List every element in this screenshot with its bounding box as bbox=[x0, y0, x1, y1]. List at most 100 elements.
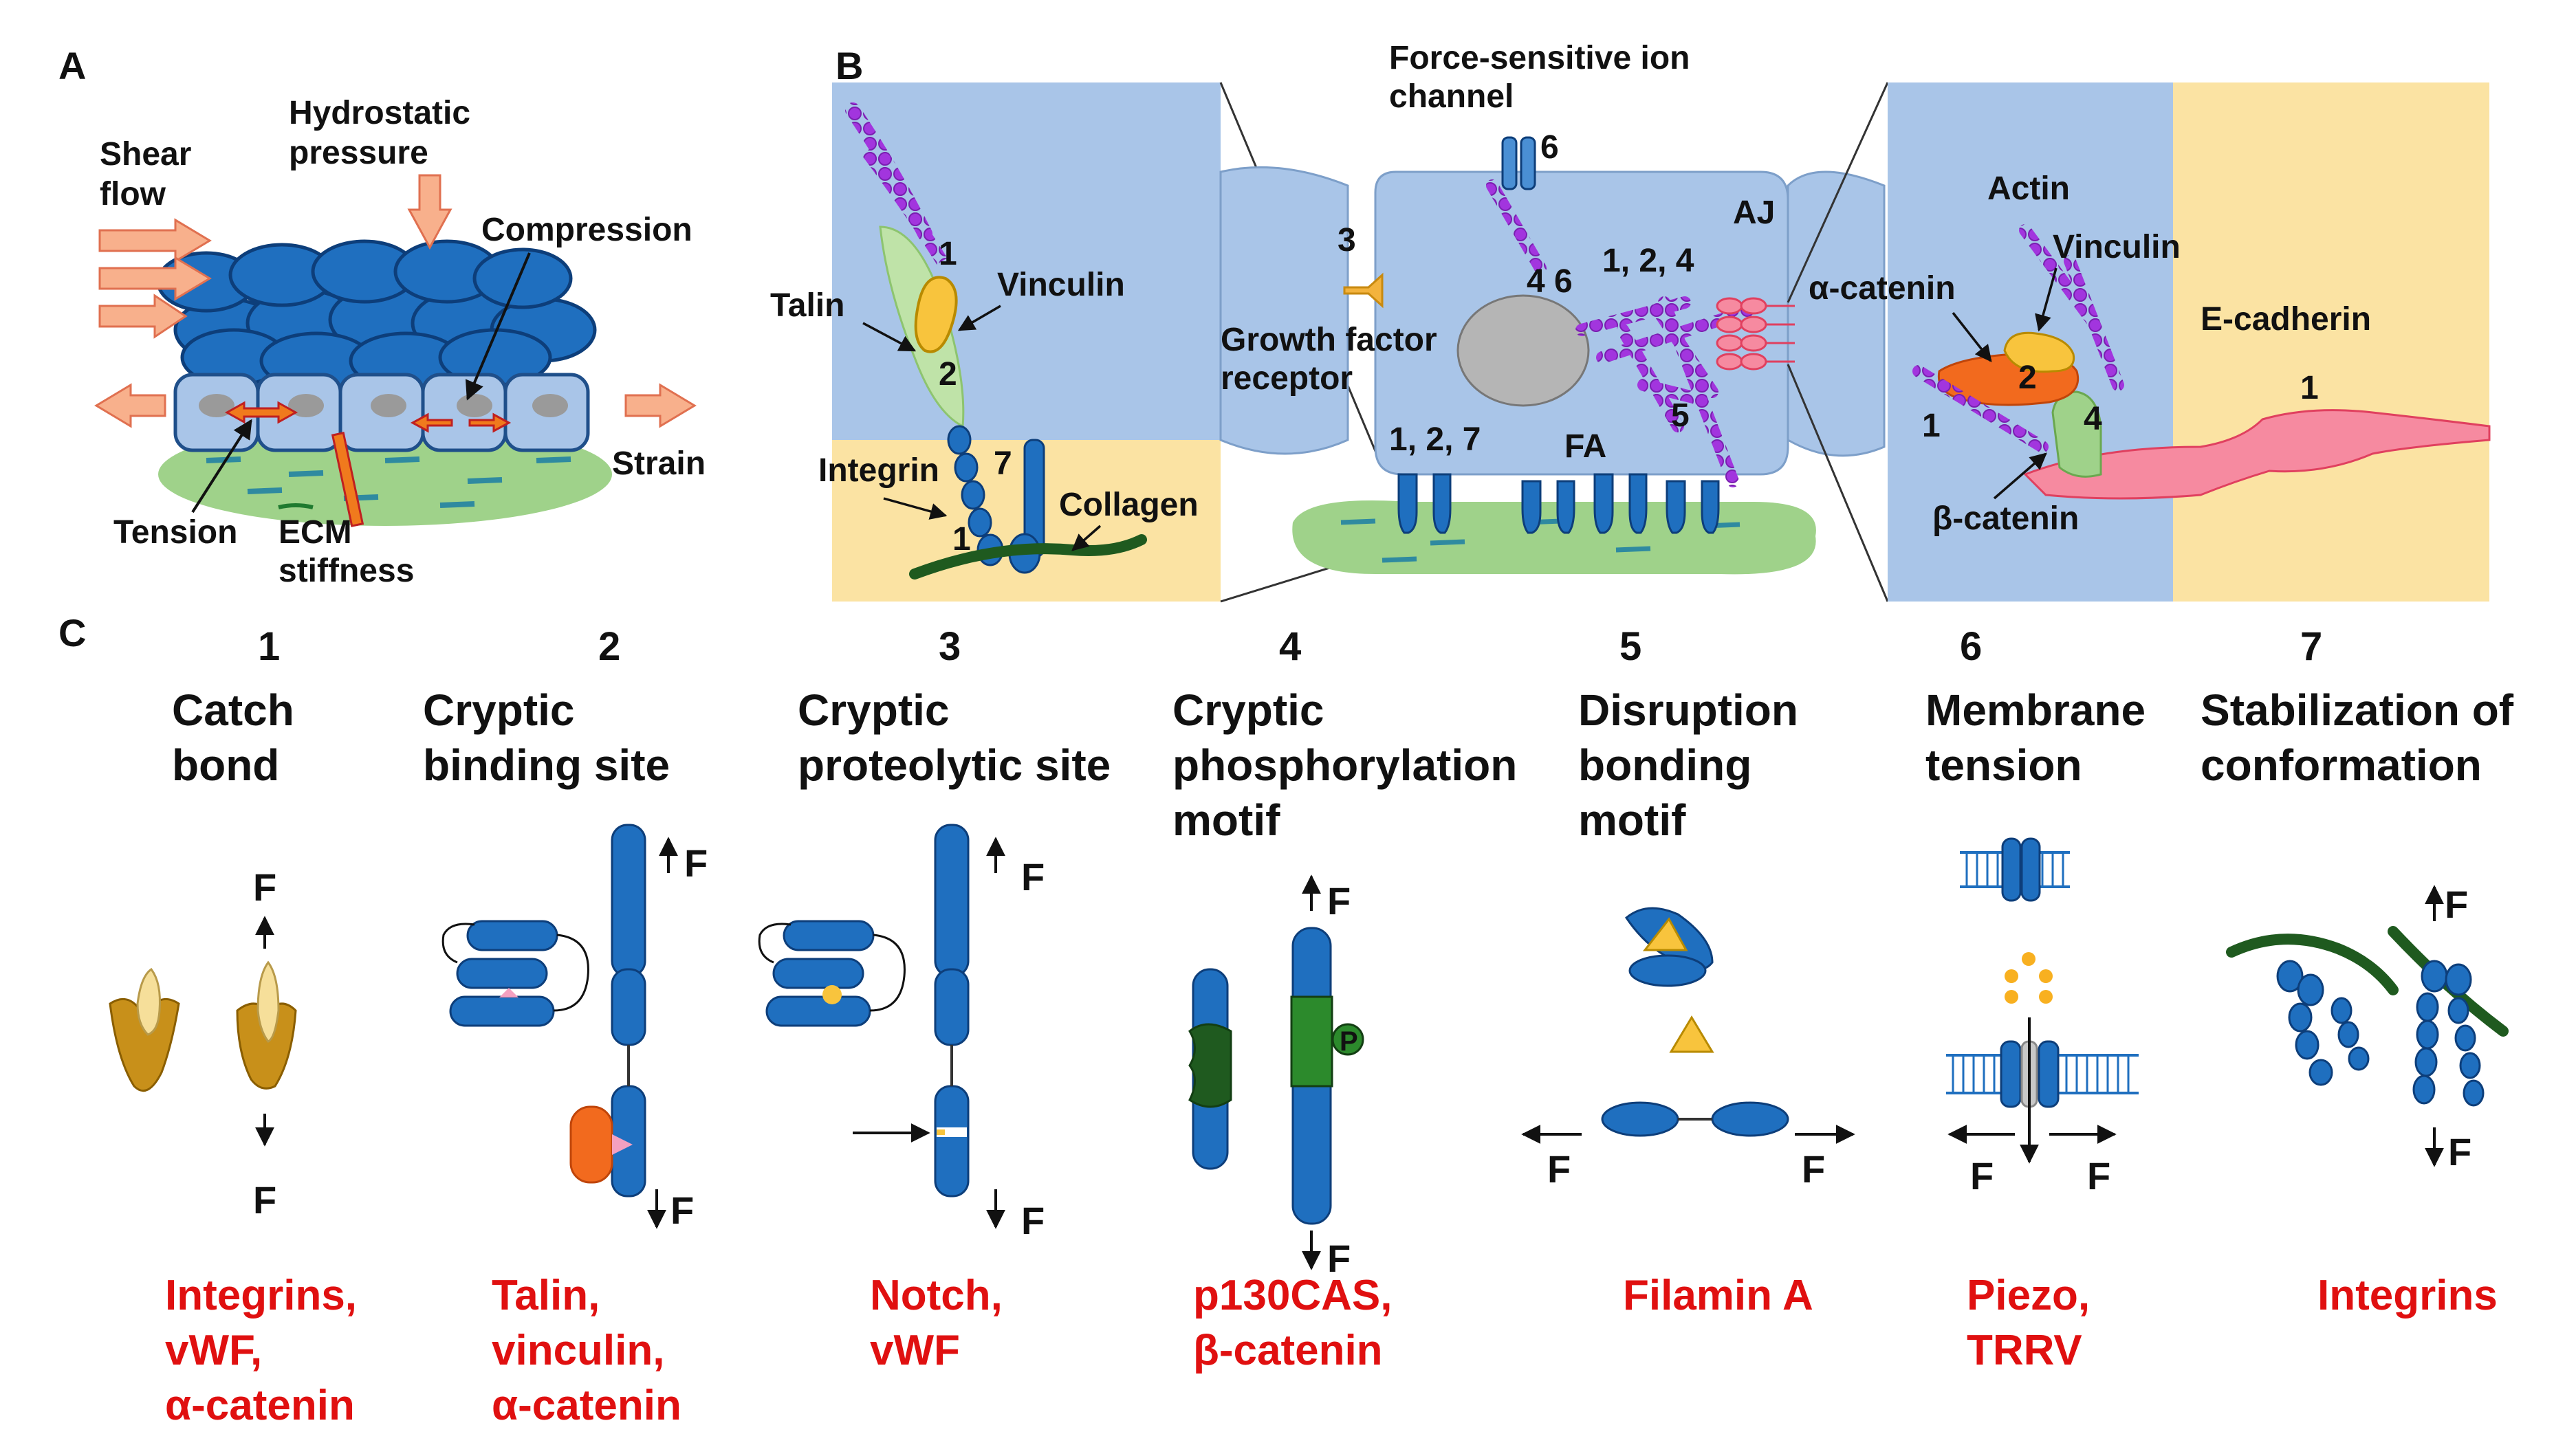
tension-label: Tension bbox=[113, 514, 237, 551]
hydrostatic-pressure-label: Hydrostatic pressure bbox=[289, 95, 479, 171]
mechanism-2-number: 2 bbox=[598, 624, 620, 669]
mechanism-7-examples: Integrins bbox=[2317, 1272, 2498, 1319]
mechanism-examples: Integrins, vWF, α-catenin Talin, vinculi… bbox=[165, 1272, 2498, 1429]
cell-layers bbox=[156, 239, 597, 390]
neighbor-cell-left bbox=[1219, 166, 1349, 455]
talin-label: Talin bbox=[770, 287, 844, 324]
aj-label: AJ bbox=[1733, 195, 1775, 231]
panel-b: B Talin Vinculin bbox=[770, 40, 2491, 603]
panel-c-label: C bbox=[58, 611, 86, 654]
actin-label: Actin bbox=[1987, 170, 2070, 207]
neighbor-cell-right bbox=[1787, 170, 1886, 457]
left-inset-num-1-top: 1 bbox=[939, 236, 957, 272]
fa-label: FA bbox=[1564, 428, 1606, 465]
growth-factor-num: 3 bbox=[1338, 222, 1356, 258]
mechanism-5-examples: Filamin A bbox=[1623, 1272, 1813, 1319]
right-inset-num-4: 4 bbox=[2084, 401, 2102, 437]
actin-network bbox=[1486, 179, 1760, 487]
force-label-6-left: F bbox=[1970, 1154, 1994, 1198]
right-inset-adherens-junction: Actin Vinculin α-catenin 2 1 4 β-catenin… bbox=[1809, 82, 2491, 602]
cryptic-phosphorylation-illustration: P F F bbox=[1188, 874, 1364, 1280]
force-label-1-down: F bbox=[253, 1178, 276, 1222]
force-label-6-right: F bbox=[2087, 1154, 2110, 1198]
mechanism-2-title: Cryptic binding site bbox=[423, 685, 670, 790]
ecm-fibers bbox=[206, 456, 571, 508]
focal-adhesion-integrins bbox=[1397, 473, 1720, 534]
shear-flow-arrows bbox=[98, 218, 212, 339]
fa-nums: 1, 2, 7 bbox=[1389, 421, 1481, 458]
center-num-5: 5 bbox=[1671, 397, 1690, 434]
right-inset-num-2: 2 bbox=[2018, 360, 2037, 396]
strain-arrow-right bbox=[624, 383, 697, 428]
force-label-3-up: F bbox=[1021, 855, 1045, 898]
force-label-7-down: F bbox=[2448, 1130, 2471, 1173]
force-label-1-up: F bbox=[253, 865, 276, 909]
mechanism-1-title: Catch bond bbox=[172, 685, 307, 790]
growth-factor-label: Growth factor receptor bbox=[1221, 322, 1446, 397]
zoom-line-right-bottom bbox=[1787, 364, 1889, 602]
integrin-label: Integrin bbox=[818, 452, 939, 489]
membrane-icon bbox=[1960, 837, 2070, 902]
panel-c: C 1 2 3 4 5 6 7 Catch bond Cryptic bindi… bbox=[58, 611, 2526, 1429]
mechanism-4-title: Cryptic phosphorylation motif bbox=[1172, 685, 1529, 845]
actin-filament-aj bbox=[1912, 224, 2124, 453]
force-label-4-down: F bbox=[1327, 1237, 1351, 1280]
vinculin-label: Vinculin bbox=[997, 267, 1125, 303]
beta-catenin-label: β-catenin bbox=[1932, 500, 2079, 537]
mechanism-2-examples: Talin, vinculin, α-catenin bbox=[492, 1272, 681, 1429]
mechanism-numbers: 1 2 3 4 5 6 7 bbox=[258, 624, 2322, 669]
pressure-arrow bbox=[407, 174, 452, 250]
mechanism-4-number: 4 bbox=[1279, 624, 1301, 669]
mechanism-1-number: 1 bbox=[258, 624, 280, 669]
strain-arrow-left bbox=[94, 383, 166, 428]
force-label-4-up: F bbox=[1327, 879, 1351, 923]
mechanism-7-title: Stabilization of conformation bbox=[2201, 685, 2526, 790]
cryptic-binding-site-illustration: F F bbox=[441, 824, 708, 1232]
right-inset-num-1-left: 1 bbox=[1922, 408, 1941, 444]
basal-cells bbox=[173, 373, 590, 452]
force-label-2-down: F bbox=[670, 1189, 694, 1232]
ion-channel-label: Force-sensitive ion channel bbox=[1389, 40, 1699, 115]
mechanism-5-number: 5 bbox=[1619, 624, 1641, 669]
mechanism-6-number: 6 bbox=[1960, 624, 1982, 669]
panel-b-label: B bbox=[836, 44, 863, 87]
mechanism-3-number: 3 bbox=[939, 624, 961, 669]
collagen-fiber bbox=[909, 534, 1147, 580]
right-inset-num-1-right: 1 bbox=[2300, 370, 2319, 406]
vinculin-shape bbox=[914, 276, 958, 353]
growth-factor-receptor-icon bbox=[1343, 272, 1384, 309]
force-label-3-down: F bbox=[1021, 1199, 1045, 1242]
ecm-fiber-icon bbox=[278, 503, 314, 509]
e-cadherin-shape bbox=[2023, 409, 2491, 500]
beta-catenin-pointer bbox=[1993, 452, 2047, 500]
integrin-pointer bbox=[883, 497, 948, 520]
stabilization-illustration: F F bbox=[2226, 883, 2509, 1173]
vinculin-pointer bbox=[957, 305, 1001, 331]
adherens-junction-icon bbox=[1716, 297, 1795, 371]
mechanism-4-examples: p130CAS, β-catenin bbox=[1193, 1272, 1404, 1374]
mechanism-6-title: Membrane tension bbox=[1925, 685, 2158, 790]
actin-nums-b: 1, 2, 4 bbox=[1602, 243, 1694, 279]
force-label-5-left: F bbox=[1547, 1147, 1571, 1191]
collagen-label: Collagen bbox=[1059, 487, 1199, 523]
left-inset-num-2: 2 bbox=[939, 356, 957, 393]
nuclei bbox=[199, 394, 568, 417]
mechanism-titles: Catch bond Cryptic binding site Cryptic … bbox=[172, 685, 2526, 845]
alpha-catenin-pointer bbox=[1952, 311, 1992, 362]
force-label-7-up: F bbox=[2445, 883, 2468, 926]
tension-arrows bbox=[224, 401, 512, 433]
ecm-stiffness-label: ECM stiffness bbox=[279, 514, 414, 589]
left-inset-num-1-bottom: 1 bbox=[952, 521, 971, 558]
membrane-tension-illustration: F F bbox=[1946, 837, 2139, 1198]
talin-pointer bbox=[862, 322, 917, 352]
disruption-bonding-illustration: F F bbox=[1521, 907, 1855, 1191]
compression-pointer bbox=[465, 252, 531, 401]
actin-nums-a: 4 6 bbox=[1527, 263, 1573, 300]
actin-filament-icon-2 bbox=[861, 147, 948, 265]
panel-a: A bbox=[58, 44, 706, 589]
vinculin-label-aj: Vinculin bbox=[2053, 229, 2181, 265]
mechanism-3-examples: Notch, vWF bbox=[870, 1272, 1014, 1374]
panel-a-label: A bbox=[58, 44, 86, 87]
e-cadherin-label: E-cadherin bbox=[2201, 301, 2371, 338]
